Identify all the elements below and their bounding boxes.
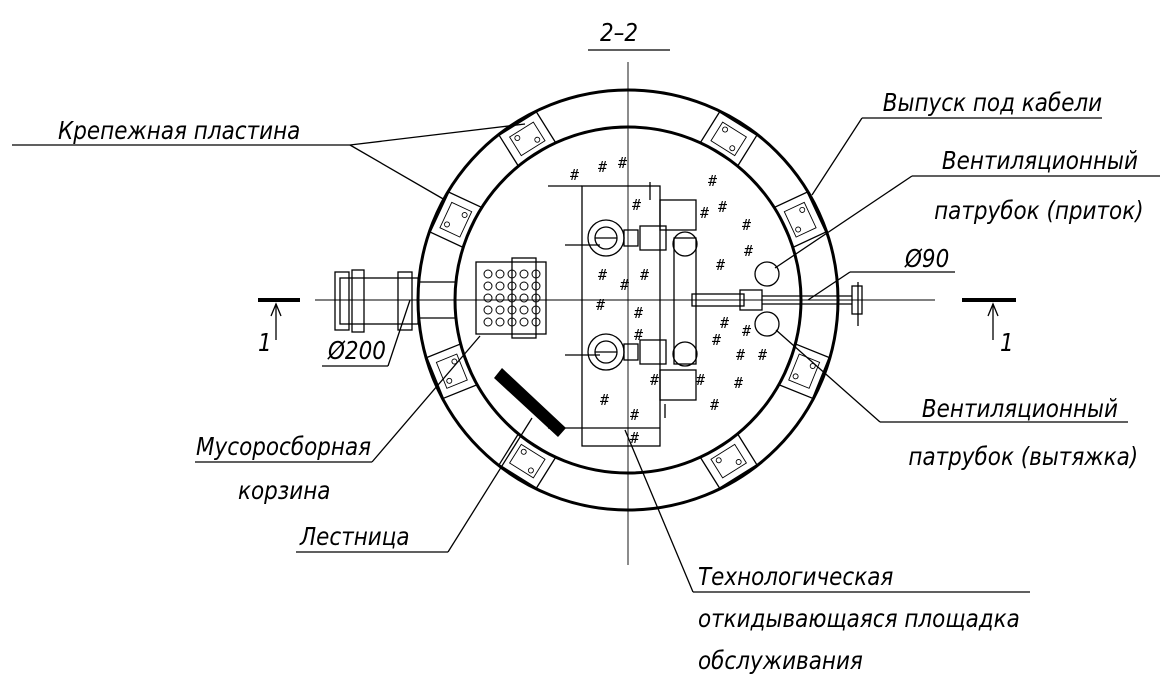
vent-inlet-label-line2: патрубок (приток) xyxy=(934,196,1144,225)
svg-text:#: # xyxy=(634,304,643,322)
diameter-200-label: Ø200 xyxy=(328,336,386,365)
vent-inlet-pipe xyxy=(754,261,780,287)
svg-text:#: # xyxy=(720,314,729,332)
inner-shell xyxy=(453,125,803,475)
platform-label-line2: откидывающаяся площадка xyxy=(698,604,1020,633)
leader-lines xyxy=(12,117,1160,593)
svg-text:#: # xyxy=(718,198,727,216)
svg-text:#: # xyxy=(600,391,609,409)
svg-text:#: # xyxy=(596,296,605,314)
debris-basket-label-line1: Мусоросборная xyxy=(196,432,372,461)
svg-text:#: # xyxy=(598,266,607,284)
cable-outlet-label: Выпуск под кабели xyxy=(882,88,1102,117)
vent-exhaust-label-line1: Вентиляционный xyxy=(921,394,1118,423)
section-mark-left-label: 1 xyxy=(258,328,272,357)
svg-text:#: # xyxy=(618,154,627,172)
svg-text:#: # xyxy=(716,256,725,274)
section-mark-left xyxy=(258,298,300,340)
svg-text:#: # xyxy=(630,406,639,424)
section-mark-right-label: 1 xyxy=(1000,328,1014,357)
inlet-pipe-200 xyxy=(334,269,455,333)
section-title: 2–2 xyxy=(600,18,639,47)
svg-text:#: # xyxy=(736,346,745,364)
svg-text:#: # xyxy=(630,429,639,447)
platform-hatch-marks: # # # # # # # # # # # # # # # # # # # # # # # # # # # # xyxy=(570,154,767,447)
pressure-piping xyxy=(649,182,863,418)
debris-basket-label-line2: корзина xyxy=(238,476,331,505)
platform-label-line1: Технологическая xyxy=(698,562,894,591)
svg-text:#: # xyxy=(640,266,649,284)
svg-text:#: # xyxy=(710,396,719,414)
svg-text:#: # xyxy=(570,166,579,184)
vent-exhaust-pipe xyxy=(754,311,780,337)
svg-text:#: # xyxy=(742,322,751,340)
vent-inlet-label-line1: Вентиляционный xyxy=(941,146,1138,175)
debris-basket xyxy=(475,257,547,339)
svg-text:#: # xyxy=(742,216,751,234)
svg-text:#: # xyxy=(620,276,629,294)
svg-text:#: # xyxy=(734,374,743,392)
section-mark-right xyxy=(962,298,1016,340)
vent-exhaust-label-line2: патрубок (вытяжка) xyxy=(908,442,1138,471)
svg-text:#: # xyxy=(632,196,641,214)
diameter-90-label: Ø90 xyxy=(905,244,950,273)
ladder xyxy=(494,368,566,437)
svg-text:#: # xyxy=(700,204,709,222)
svg-text:#: # xyxy=(758,346,767,364)
svg-text:#: # xyxy=(708,172,717,190)
mounting-plates xyxy=(426,111,830,489)
svg-text:#: # xyxy=(696,371,705,389)
svg-text:#: # xyxy=(634,326,643,344)
pump-lower xyxy=(587,333,667,371)
svg-text:#: # xyxy=(744,242,753,260)
svg-text:#: # xyxy=(598,158,607,176)
svg-text:#: # xyxy=(650,371,659,389)
platform-label-line3: обслуживания xyxy=(698,646,863,675)
ladder-label: Лестница xyxy=(300,522,410,551)
svg-text:#: # xyxy=(712,331,721,349)
mounting-plate-label: Крепежная пластина xyxy=(58,116,301,145)
pump-upper xyxy=(587,219,667,257)
